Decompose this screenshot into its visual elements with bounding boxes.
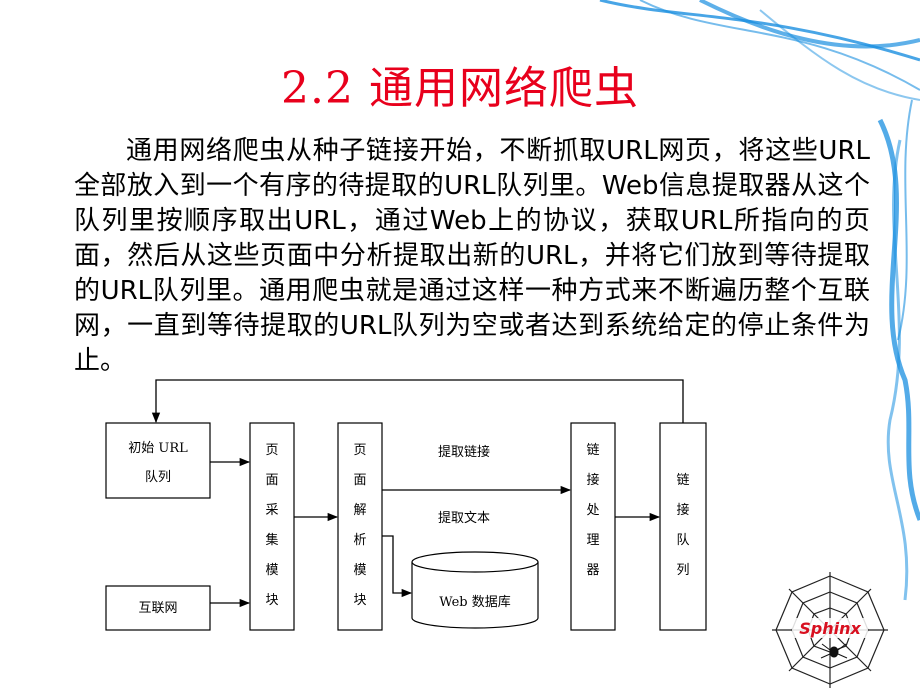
- page-collect-char: 面: [265, 473, 278, 488]
- internet-box: [105, 585, 211, 631]
- page-collect-char: 块: [265, 593, 278, 608]
- page-parse-module-box: [337, 422, 383, 631]
- page-parse-char: 页: [353, 443, 366, 458]
- arrow-feedback-loop: [151, 379, 684, 424]
- web-database-label: Web 数据库: [439, 594, 510, 610]
- link-queue-char: 队: [676, 533, 689, 548]
- page-parse-char: 块: [353, 593, 366, 608]
- body-paragraph: 通用网络爬虫从种子链接开始，不断抓取URL网页，将这些URL全部放入到一个有序的…: [74, 136, 870, 376]
- initial-url-queue-label-2: 队列: [145, 470, 171, 485]
- link-queue-char: 接: [676, 502, 689, 518]
- page-collect-module-box: [249, 422, 295, 631]
- extract-links-label: 提取链接: [438, 444, 490, 460]
- arrow-parse-to-database: [382, 535, 413, 598]
- extract-text-label: 提取文本: [438, 510, 490, 526]
- page-parse-char: 面: [353, 473, 366, 488]
- initial-url-queue-box: [105, 422, 211, 499]
- page-collect-char: 采: [265, 503, 278, 518]
- page-collect-char: 集: [265, 532, 278, 548]
- link-queue-box: [659, 422, 707, 631]
- link-processor-char: 接: [586, 472, 599, 488]
- link-processor-box: [570, 422, 616, 631]
- link-processor-char: 器: [586, 563, 599, 578]
- page-parse-char: 析: [353, 533, 366, 548]
- initial-url-queue-label-1: 初始 URL: [128, 441, 188, 456]
- link-processor-char: 处: [586, 503, 599, 518]
- link-queue-char: 链: [676, 473, 689, 488]
- internet-label: 互联网: [138, 601, 177, 616]
- page-collect-char: 模: [265, 563, 278, 578]
- page-parse-char: 模: [353, 563, 366, 578]
- slide-title: 2.2 通用网络爬虫: [281, 63, 639, 114]
- link-processor-char: 链: [586, 443, 599, 458]
- page-collect-char: 页: [265, 443, 278, 458]
- web-database-cylinder: [411, 551, 539, 629]
- link-queue-char: 列: [676, 563, 689, 578]
- link-processor-char: 理: [586, 533, 599, 548]
- page-parse-char: 解: [353, 503, 366, 518]
